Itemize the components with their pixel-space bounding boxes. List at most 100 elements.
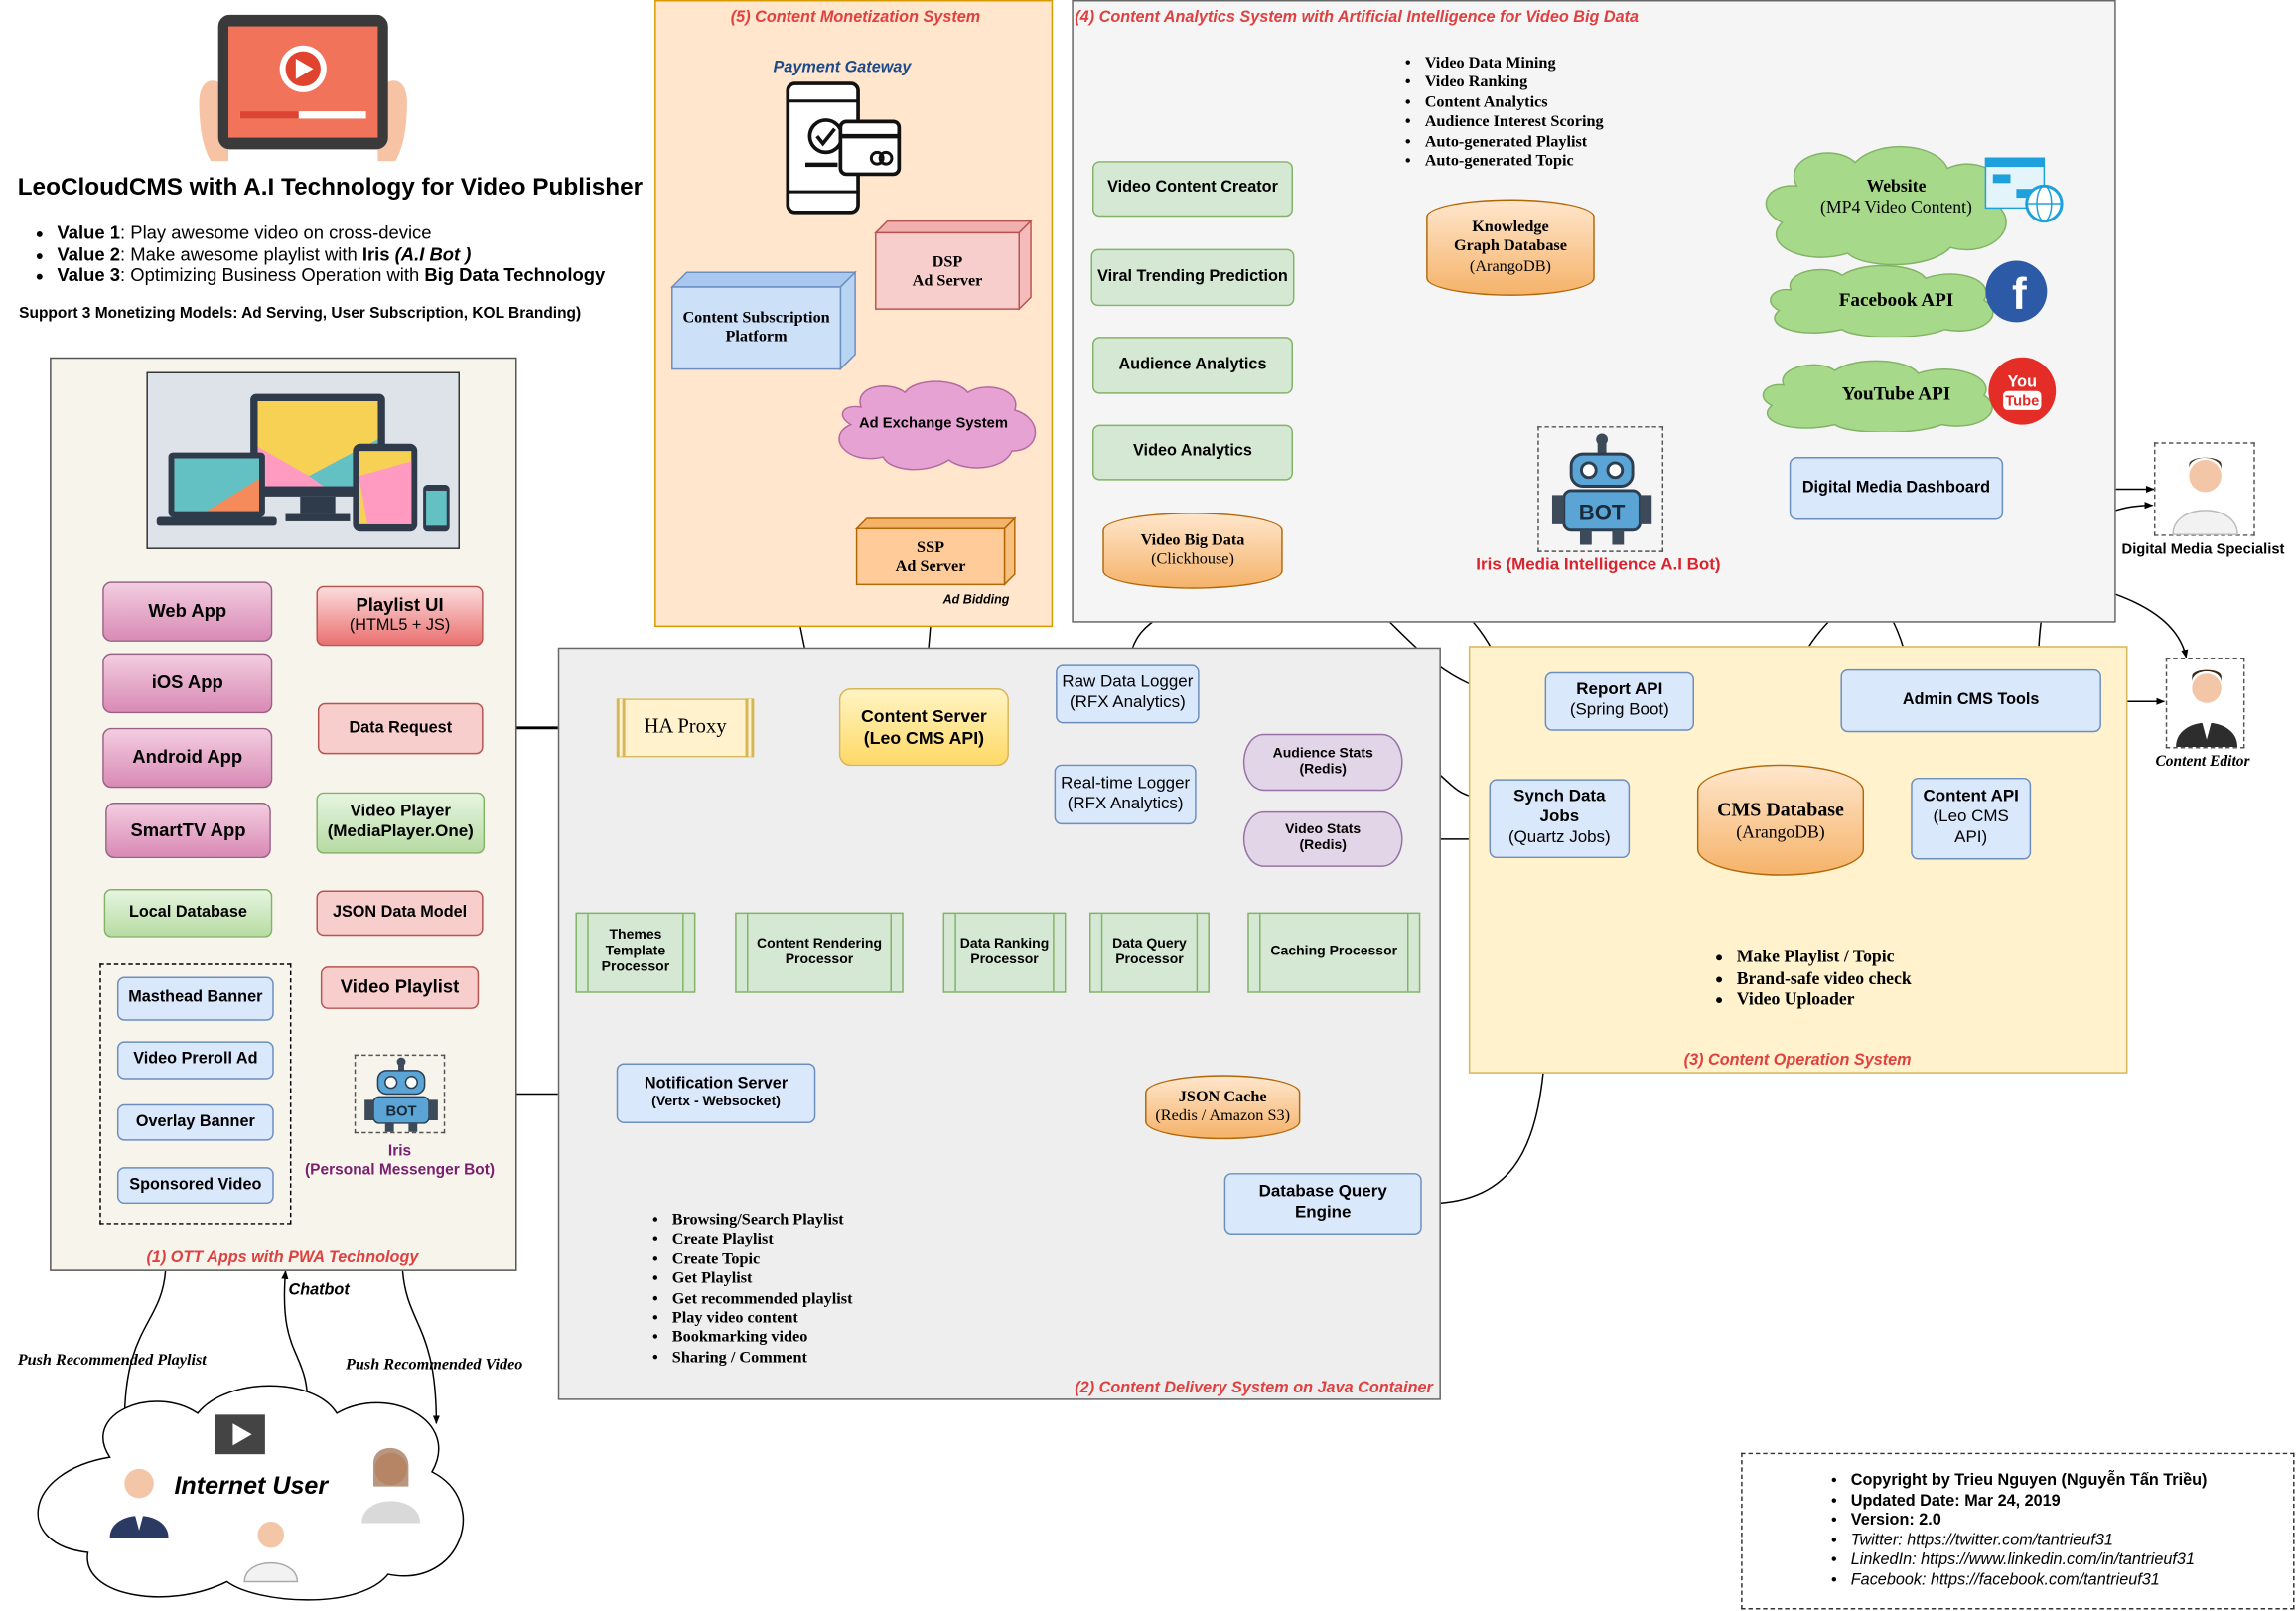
feature-item: Get recommended playlist	[672, 1289, 853, 1309]
feature-item: Video Data Mining	[1425, 55, 1604, 74]
notification-server-node: Notification Server(Vertx - Websocket)	[616, 1063, 816, 1123]
push-video-label: Push Recommended Video	[345, 1356, 523, 1375]
smarttv-app-node: SmartTV App	[105, 803, 271, 859]
svg-text:BOT: BOT	[385, 1104, 416, 1120]
synch-data-jobs-node: Synch Data Jobs(Quartz Jobs)	[1489, 779, 1631, 859]
playlist-ui-node: Playlist UI(HTML5 + JS)	[316, 585, 484, 647]
content-server-node: Content Server(Leo CMS API)	[838, 688, 1009, 767]
feature-item: Create Topic	[672, 1250, 853, 1270]
feature-item: Get Playlist	[672, 1270, 853, 1290]
subscription-platform-label: Content Subscription Platform	[682, 308, 830, 346]
feature-item: Auto-generated Playlist	[1425, 133, 1604, 153]
caching-processor-node: Caching Processor	[1247, 912, 1421, 993]
svg-text:Tube: Tube	[2005, 393, 2039, 409]
payment-gateway-label: Payment Gateway	[773, 58, 912, 76]
local-database-node: Local Database	[103, 889, 273, 938]
content-rendering-processor-node: Content Rendering Processor	[735, 912, 904, 993]
content-editor-avatar	[2165, 658, 2245, 749]
video-big-data-db: Video Big Data(Clickhouse)	[1102, 513, 1283, 589]
ad-exchange-cloud	[838, 380, 1037, 471]
database-query-engine-node: Database Query Engine	[1223, 1173, 1422, 1236]
youtube-api-cloud	[1762, 360, 1993, 432]
feature-item: Audience Interest Scoring	[1425, 113, 1604, 133]
realtime-logger-node: Real-time Logger(RFX Analytics)	[1054, 764, 1197, 825]
audience-analytics-node: Audience Analytics	[1091, 337, 1293, 394]
twitter-link[interactable]: Twitter: https://twitter.com/tantrieuf31	[1851, 1532, 2208, 1551]
feature-item: Play video content	[672, 1309, 853, 1329]
version-item: Version: 2.0	[1851, 1512, 2208, 1532]
internet-user-cloud	[37, 1385, 465, 1601]
cms-database-db: CMS Database(ArangoDB)	[1696, 764, 1865, 876]
iris-ai-bot: BOT	[1537, 426, 1664, 552]
copyright-item: Copyright by Trieu Nguyen (Nguyễn Tấn Tr…	[1851, 1472, 2208, 1492]
monetization-panel-title: (5) Content Monetization System	[730, 8, 981, 27]
feature-item: Brand-safe video check	[1737, 967, 1912, 988]
feature-item: Video Uploader	[1737, 988, 1912, 1009]
page-title: LeoCloudCMS with A.I Technology for Vide…	[17, 174, 644, 202]
payment-phone-icon	[786, 81, 902, 215]
facebook-icon: f	[1985, 260, 2048, 323]
facebook-api-cloud	[1770, 264, 1994, 338]
themes-processor-node: Themes Template Processor	[575, 912, 696, 993]
iris-ai-bot-label: Iris (Media Intelligence A.I Bot)	[1476, 556, 1721, 575]
video-analytics-node: Video Analytics	[1091, 424, 1293, 481]
subscription-platform-node	[670, 270, 857, 371]
copyright-box: Copyright by Trieu Nguyen (Nguyễn Tấn Tr…	[1741, 1452, 2295, 1610]
data-query-processor-node: Data Query Processor	[1089, 912, 1210, 993]
linkedin-link[interactable]: LinkedIn: https://www.linkedin.com/in/ta…	[1851, 1550, 2208, 1570]
feature-item: Browsing/Search Playlist	[672, 1211, 853, 1231]
internet-user-label: Internet User	[174, 1471, 329, 1500]
svg-text:You: You	[2008, 372, 2037, 390]
robot-icon	[1551, 433, 1652, 545]
devices-image	[146, 371, 460, 549]
dsp-ad-server-node	[874, 220, 1033, 311]
viral-trending-node: Viral Trending Prediction	[1090, 248, 1295, 307]
website-label: Website(MP4 Video Content)	[1819, 175, 1972, 218]
website-icon	[1984, 157, 2064, 223]
user-avatar-icon	[361, 1447, 421, 1524]
devices-icon	[156, 393, 450, 532]
content-editor-label: Content Editor	[2155, 754, 2250, 771]
copyright-list: Copyright by Trieu Nguyen (Nguyễn Tấn Tr…	[1830, 1472, 2208, 1590]
specialist-label: Digital Media Specialist	[2121, 541, 2285, 558]
push-playlist-label: Push Recommended Playlist	[17, 1351, 207, 1370]
svg-text:BOT: BOT	[1579, 500, 1626, 524]
video-content-creator-node: Video Content Creator	[1091, 161, 1293, 218]
value-list: Value 1: Play awesome video on cross-dev…	[37, 222, 606, 286]
audience-stats-db: Audience Stats(Redis)	[1242, 733, 1403, 792]
value-item: Value 2: Make awesome playlist with Iris…	[58, 244, 606, 265]
ssp-ad-server-node	[855, 516, 1017, 586]
youtube-api-label: YouTube API	[1841, 382, 1951, 405]
facebook-link[interactable]: Facebook: https://facebook.com/tantrieuf…	[1851, 1570, 2208, 1590]
masthead-banner-node: Masthead Banner	[116, 976, 274, 1021]
feature-item: Content Analytics	[1425, 93, 1604, 113]
overlay-banner-node: Overlay Banner	[116, 1103, 274, 1141]
data-ranking-processor-node: Data Ranking Processor	[942, 912, 1067, 993]
ad-bidding-label: Ad Bidding	[942, 591, 1010, 607]
web-app-node: Web App	[102, 581, 273, 642]
digital-media-dashboard-node: Digital Media Dashboard	[1789, 457, 2004, 520]
video-preroll-ad-node: Video Preroll Ad	[116, 1041, 274, 1080]
raw-data-logger-node: Raw Data Logger(RFX Analytics)	[1056, 664, 1200, 724]
content-api-node: Content API(Leo CMS API)	[1911, 777, 2032, 860]
robot-icon	[364, 1057, 438, 1132]
report-api-node: Report API(Spring Boot)	[1544, 671, 1694, 731]
ad-formats-group	[99, 963, 292, 1225]
admin-cms-tools-node: Admin CMS Tools	[1840, 668, 2101, 733]
user-avatar-icon	[243, 1522, 299, 1583]
operation-panel-title: (3) Content Operation System	[1683, 1051, 1912, 1070]
video-playlist-node: Video Playlist	[320, 966, 480, 1009]
feature-item: Sharing / Comment	[672, 1349, 853, 1369]
ha-proxy-node: HA Proxy	[616, 698, 755, 758]
svg-text:f: f	[2012, 270, 2027, 319]
analytics-panel-title: (4) Content Analytics System with Artifi…	[1075, 8, 1640, 27]
feature-item: Auto-generated Topic	[1425, 152, 1604, 172]
youtube-icon: YouTube	[1988, 357, 2057, 425]
feature-item: Create Playlist	[672, 1231, 853, 1250]
feature-item: Video Ranking	[1425, 73, 1604, 93]
value-item: Value 1: Play awesome video on cross-dev…	[58, 222, 606, 243]
ios-app-node: iOS App	[102, 653, 273, 714]
feature-item: Make Playlist / Topic	[1737, 947, 1912, 967]
ad-exchange-label: Ad Exchange System	[859, 415, 1008, 432]
